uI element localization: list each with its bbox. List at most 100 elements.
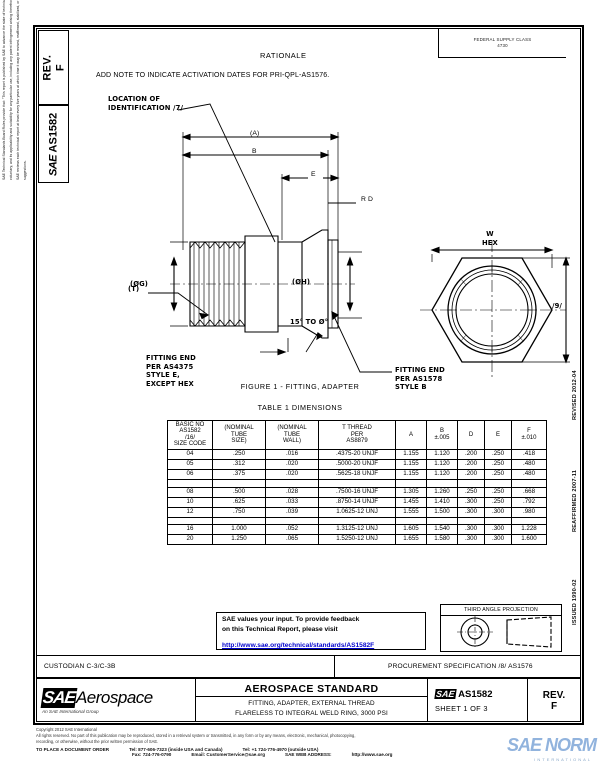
- table-cell: 1.555: [395, 506, 427, 518]
- table-cell: .250: [212, 448, 266, 460]
- table-cell: .028: [265, 486, 319, 498]
- standard-number: AS1582: [458, 688, 493, 700]
- footer-web-label: SAE WEB ADDRESS:: [285, 752, 332, 758]
- table-cell: 1.5250-12 UNJ: [318, 534, 396, 546]
- sae-logo-mark: SAE: [40, 687, 78, 708]
- page-footer: Copyright 2012 SAE International All rig…: [36, 727, 581, 757]
- table-cell: .375: [212, 468, 266, 480]
- table-cell: .300: [484, 534, 512, 546]
- table-cell: .016: [265, 448, 319, 460]
- table-cell: .792: [511, 496, 547, 508]
- standard-number-tab: SAE AS1582: [38, 105, 69, 183]
- footer-rights-1: All rights reserved. No part of this pub…: [36, 733, 356, 739]
- table-cell: 1.250: [212, 534, 266, 546]
- revision-reaffirmed: REAFFIRMED 2007-11: [572, 469, 578, 532]
- label-dim-a: (A): [250, 130, 260, 137]
- custodian-label: CUSTODIAN C-3/C-3B: [44, 663, 116, 670]
- sae-mark-small: SAE: [47, 154, 60, 176]
- footer-fax: Fax: 724-776-0790: [132, 752, 172, 758]
- table-cell: .300: [484, 506, 512, 518]
- table-cell: 1.305: [395, 486, 427, 498]
- footer-tel-intl: Tel: +1 724-776-4970 (outside USA): [242, 747, 319, 753]
- watermark: SAE NORM: [506, 735, 597, 755]
- table-cell: 1.120: [426, 458, 458, 470]
- table-cell: .7500-16 UNJF: [318, 486, 396, 498]
- figure-caption: FIGURE 1 - FITTING, ADAPTER: [240, 382, 360, 391]
- table-caption: TABLE 1 DIMENSIONS: [257, 403, 343, 412]
- table-cell: .033: [265, 496, 319, 508]
- table-cell: 08: [167, 486, 213, 498]
- table-cell: 1.410: [426, 496, 458, 508]
- table-cell: 12: [167, 506, 213, 518]
- table-cell: 05: [167, 458, 213, 470]
- th-a: A: [395, 420, 427, 450]
- rev-value: F: [550, 700, 558, 712]
- table-cell: .052: [265, 524, 319, 536]
- table-cell: 1.540: [426, 524, 458, 536]
- table-spacer-row: [167, 517, 547, 525]
- table-cell: 1.155: [395, 448, 427, 460]
- table-cell: .250: [484, 468, 512, 480]
- table-cell: .020: [265, 468, 319, 480]
- table-cell: .8750-14 UNJF: [318, 496, 396, 508]
- table-cell: 1.580: [426, 534, 458, 546]
- table-cell: .250: [484, 448, 512, 460]
- title-block-title: AEROSPACE STANDARD FITTING, ADAPTER, EXT…: [196, 679, 428, 722]
- table-cell: .5000-20 UNJF: [318, 458, 396, 470]
- disclaimer-line-4: suggestions.: [22, 160, 27, 180]
- standard-number-tab-label: AS1582: [47, 112, 60, 153]
- custodian-row: CUSTODIAN C-3/C-3B PROCUREMENT SPECIFICA…: [36, 655, 581, 678]
- table-cell: 1.600: [511, 534, 547, 546]
- table-cell: 20: [167, 534, 213, 546]
- label-dim-phi-h: (ØH): [292, 278, 311, 286]
- table-cell: 1.000: [212, 524, 266, 536]
- custodian-divider: [334, 656, 335, 678]
- table-cell: 1.228: [511, 524, 547, 536]
- fitting-adapter-svg: [148, 103, 570, 380]
- th-d: D: [457, 420, 485, 450]
- table-cell: .250: [484, 496, 512, 508]
- table-cell: 1.120: [426, 468, 458, 480]
- revision-issued: ISSUED 1990-02: [572, 579, 578, 625]
- third-angle-projection-icon: [457, 616, 552, 648]
- feedback-link[interactable]: http://www.sae.org/technical/standards/A…: [222, 642, 375, 650]
- feedback-line-2: on this Technical Report, please visit: [222, 625, 338, 633]
- revision-revised: REVISED 2012-04: [572, 370, 578, 420]
- sheet-number: SHEET 1 OF 3: [435, 703, 488, 713]
- table-cell: 06: [167, 468, 213, 480]
- table-cell: .250: [484, 458, 512, 470]
- fsc-label: FEDERAL SUPPLY CLASS: [473, 36, 532, 42]
- table-cell: .480: [511, 468, 547, 480]
- table-cell: 16: [167, 524, 213, 536]
- th-f: F±.010: [511, 420, 547, 450]
- table-cell: .300: [484, 524, 512, 536]
- disclaimer-line-2: voluntary, and its applicability and sui…: [8, 0, 13, 180]
- table-cell: 04: [167, 448, 213, 460]
- table-cell: .200: [457, 468, 485, 480]
- table-cell: 1.655: [395, 534, 427, 546]
- table-cell: .480: [511, 458, 547, 470]
- table-cell: .5625-18 UNJF: [318, 468, 396, 480]
- label-angle-note: 15° TO Ø°: [290, 318, 329, 326]
- table-cell: .980: [511, 506, 547, 518]
- procurement-specification: PROCUREMENT SPECIFICATION /8/ AS1576: [388, 663, 533, 670]
- table-cell: 10: [167, 496, 213, 508]
- sheet-border-inner: [36, 28, 581, 722]
- table-cell: .250: [457, 486, 485, 498]
